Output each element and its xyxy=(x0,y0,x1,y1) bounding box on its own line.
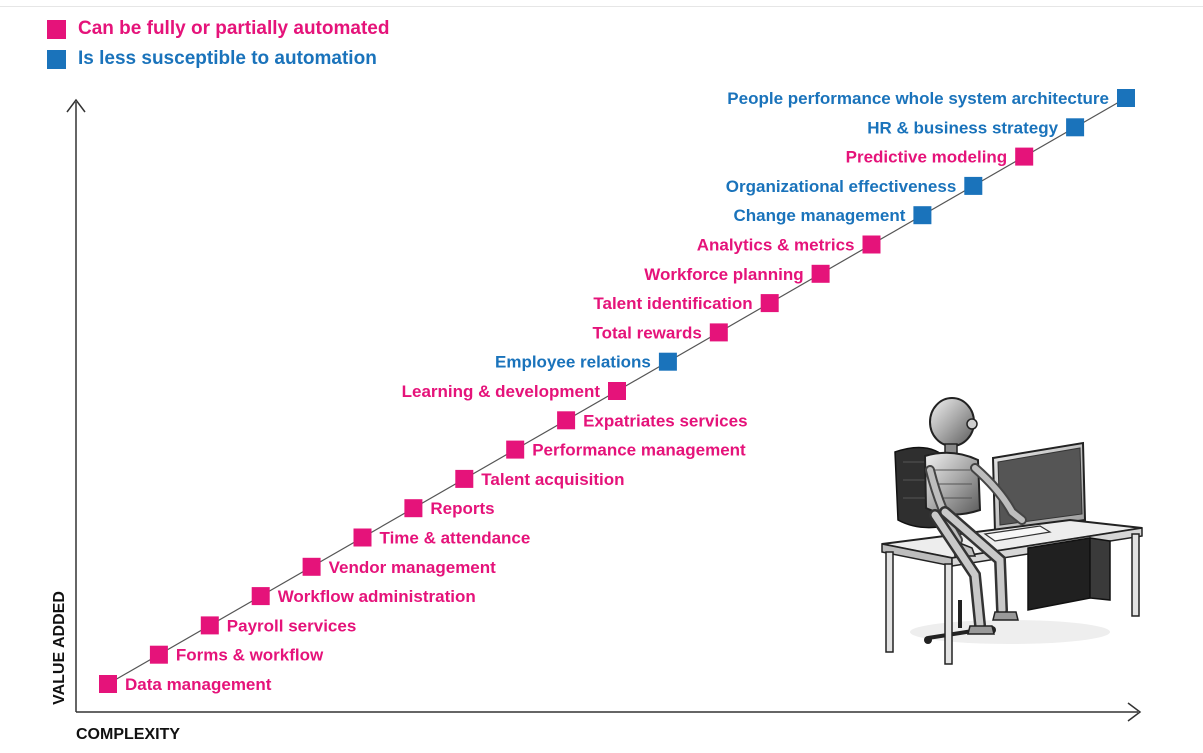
point-marker xyxy=(913,206,932,225)
point-marker xyxy=(862,235,881,254)
top-divider xyxy=(0,6,1203,7)
point-marker xyxy=(964,176,983,195)
point-label: Analytics & metrics xyxy=(697,236,855,255)
point-marker xyxy=(811,264,830,283)
y-axis-label: VALUE ADDED xyxy=(51,591,68,705)
y-axis-arrow-icon xyxy=(66,98,86,113)
point-label: Change management xyxy=(733,206,905,225)
point-marker xyxy=(1015,147,1034,166)
legend-label-less-susceptible: Is less susceptible to automation xyxy=(78,48,377,69)
point-label: Reports xyxy=(430,499,494,518)
axes xyxy=(66,98,1142,722)
point-marker xyxy=(709,323,728,342)
point-label: Workflow administration xyxy=(278,587,476,606)
point-marker xyxy=(557,411,576,430)
point-marker xyxy=(149,645,168,664)
point-label: Data management xyxy=(125,675,272,694)
point-marker xyxy=(760,294,779,313)
diagram-points: Data management Forms & workflow Payroll s… xyxy=(99,89,1135,694)
legend-item-automated: Can be fully or partially automated xyxy=(47,14,389,44)
point-label: Payroll services xyxy=(227,616,356,635)
point-marker xyxy=(99,675,117,693)
point-marker xyxy=(404,499,423,518)
point-label: Learning & development xyxy=(402,382,601,401)
point-label: Time & attendance xyxy=(380,529,531,548)
point-label: Talent identification xyxy=(593,294,752,313)
legend: Can be fully or partially automated Is l… xyxy=(47,14,389,74)
point-marker xyxy=(658,352,677,371)
point-marker xyxy=(200,616,219,635)
point-label: Performance management xyxy=(532,441,746,460)
point-marker xyxy=(353,528,372,547)
point-label: Organizational effectiveness xyxy=(726,177,957,196)
point-marker xyxy=(251,587,270,606)
point-marker xyxy=(506,440,525,459)
point-label: HR & business strategy xyxy=(867,118,1058,137)
x-axis-label: COMPLEXITY xyxy=(76,726,181,743)
point-label: Workforce planning xyxy=(644,265,803,284)
robot-at-desk-icon xyxy=(881,397,1143,665)
point-marker xyxy=(1066,118,1085,137)
point-marker xyxy=(455,469,474,488)
point-marker xyxy=(302,557,321,576)
legend-swatch-automated xyxy=(47,19,66,39)
point-label: Talent acquisition xyxy=(481,470,624,489)
legend-label-automated: Can be fully or partially automated xyxy=(78,18,390,39)
point-marker xyxy=(608,382,626,400)
point-label: People performance whole system architec… xyxy=(727,89,1109,108)
point-label: Predictive modeling xyxy=(846,148,1008,167)
point-label: Expatriates services xyxy=(583,411,747,430)
legend-swatch-less-susceptible xyxy=(47,49,66,69)
point-label: Forms & workflow xyxy=(176,646,324,665)
point-marker xyxy=(1117,89,1135,107)
legend-item-less-susceptible: Is less susceptible to automation xyxy=(47,44,389,74)
point-label: Total rewards xyxy=(593,323,702,342)
point-label: Employee relations xyxy=(495,353,651,372)
point-label: Vendor management xyxy=(329,558,497,577)
x-axis-arrow-icon xyxy=(1127,702,1142,722)
